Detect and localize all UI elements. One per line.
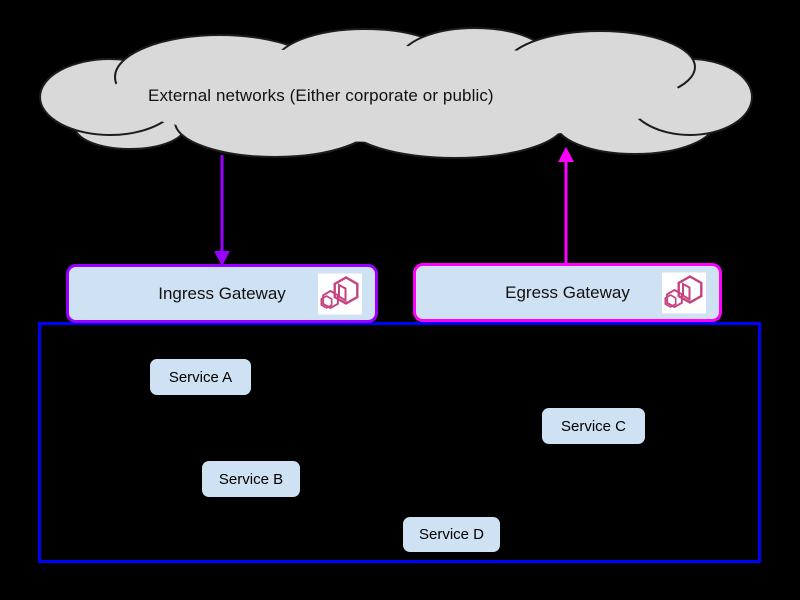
external-network-cloud	[39, 27, 753, 159]
service-b-node: Service B	[201, 460, 301, 498]
service-c-node: Service C	[541, 407, 646, 445]
service-c-label: Service C	[560, 417, 627, 435]
service-a-node: Service A	[149, 358, 252, 396]
ingress-gateway-label: Ingress Gateway	[158, 283, 286, 303]
ingress-gateway-node: Ingress Gateway	[66, 264, 378, 323]
ingress-arrow	[214, 155, 230, 266]
service-b-label: Service B	[218, 470, 284, 488]
gateway-logo-icon	[662, 272, 706, 313]
egress-gateway-label: Egress Gateway	[505, 282, 630, 302]
egress-gateway-node: Egress Gateway	[413, 263, 722, 322]
gateway-logo-icon	[318, 273, 362, 314]
service-d-node: Service D	[402, 516, 501, 553]
external-networks-label: External networks (Either corporate or p…	[148, 86, 494, 105]
service-d-label: Service D	[418, 526, 485, 543]
egress-arrow	[558, 147, 574, 265]
service-a-label: Service A	[168, 368, 233, 386]
cluster-boundary: Service A Service B Service C Service D	[38, 322, 761, 563]
